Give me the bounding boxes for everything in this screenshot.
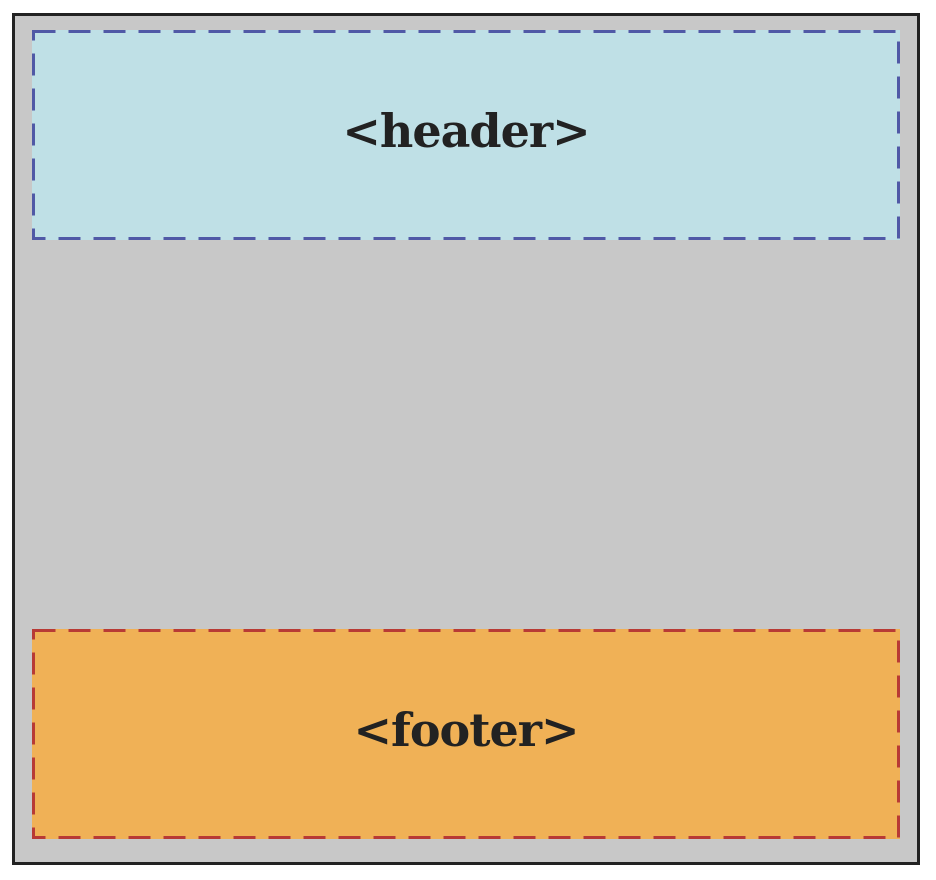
header-region: <header> — [32, 30, 900, 240]
footer-label: <footer> — [353, 703, 580, 757]
header-label: <header> — [342, 104, 590, 158]
footer-region: <footer> — [32, 629, 900, 839]
